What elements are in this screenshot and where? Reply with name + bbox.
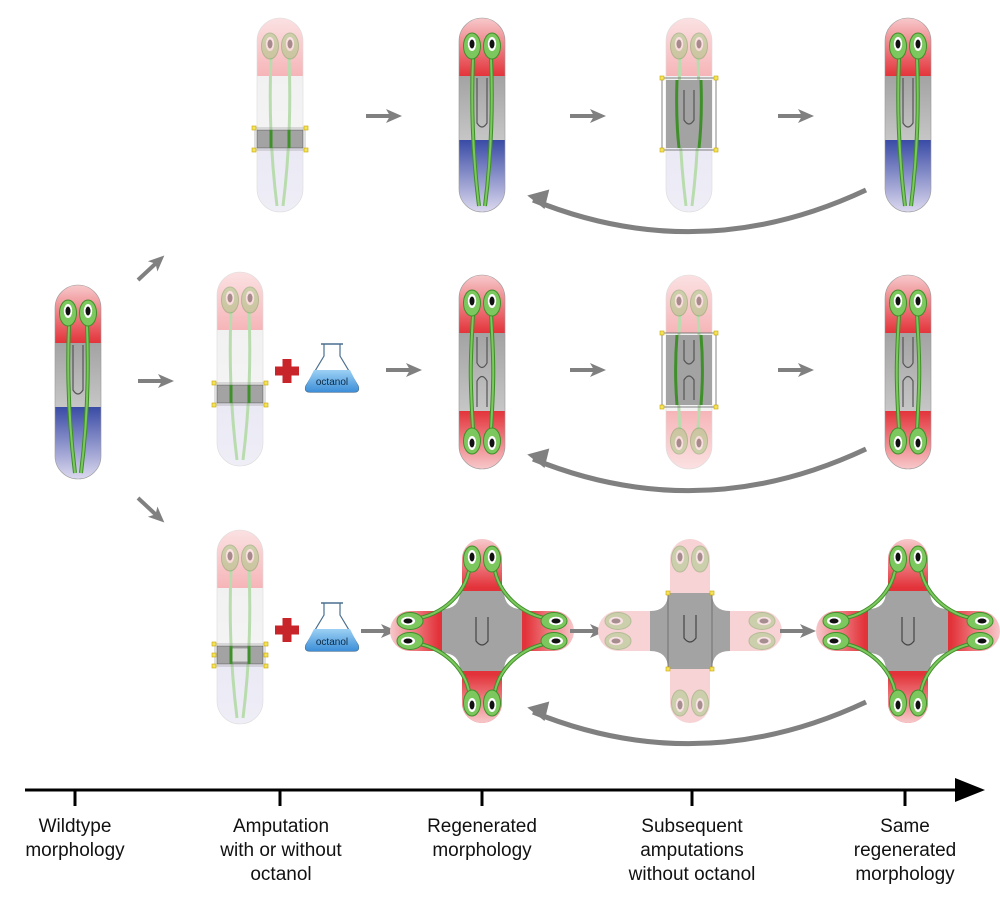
row-3-regenerated bbox=[390, 539, 574, 723]
svg-text:Regenerated: Regenerated bbox=[427, 816, 537, 837]
row-2-subsequent-amputation bbox=[659, 275, 719, 469]
svg-text:morphology: morphology bbox=[855, 864, 955, 885]
row-3-return-arrow bbox=[532, 699, 868, 747]
octanol-label-2: octanol bbox=[316, 637, 348, 648]
stage-label-regenerated: Regenerated morphology bbox=[427, 816, 537, 861]
svg-text:morphology: morphology bbox=[25, 840, 125, 861]
stage-label-same-regenerated: Same regenerated morphology bbox=[854, 816, 956, 885]
stage-label-subsequent: Subsequent amputations without octanol bbox=[628, 816, 756, 885]
branch-arrows bbox=[131, 248, 176, 530]
plus-icon bbox=[275, 359, 299, 383]
row-2-same-regenerated bbox=[885, 275, 931, 469]
plus-icon-2 bbox=[275, 618, 299, 642]
row-2-return-arrow bbox=[532, 446, 868, 494]
svg-text:regenerated: regenerated bbox=[854, 840, 956, 861]
svg-text:Wildtype: Wildtype bbox=[39, 816, 112, 837]
svg-text:Amputation: Amputation bbox=[233, 816, 329, 837]
svg-text:Subsequent: Subsequent bbox=[641, 816, 743, 837]
octanol-flask-icon-2: octanol bbox=[304, 602, 360, 652]
octanol-label: octanol bbox=[316, 377, 348, 388]
wildtype-worm bbox=[55, 285, 101, 479]
row-2-regenerated bbox=[459, 275, 505, 469]
svg-text:without octanol: without octanol bbox=[628, 864, 756, 885]
svg-text:amputations: amputations bbox=[640, 840, 744, 861]
row-3-same-regenerated bbox=[816, 539, 1000, 723]
svg-text:morphology: morphology bbox=[432, 840, 532, 861]
row-2-amputation bbox=[211, 272, 269, 466]
row-1-amputation bbox=[251, 18, 309, 212]
row-3-subsequent-amputation bbox=[598, 539, 782, 723]
stage-label-amputation: Amputation with or without octanol bbox=[219, 816, 342, 885]
octanol-flask-icon: octanol bbox=[304, 343, 360, 393]
svg-text:Same: Same bbox=[880, 816, 930, 837]
stage-label-wildtype: Wildtype morphology bbox=[25, 816, 125, 861]
row-3-amputation bbox=[211, 530, 269, 724]
row-1-return-arrow bbox=[532, 187, 868, 235]
timeline-axis bbox=[25, 778, 985, 806]
row-1-regenerated bbox=[459, 18, 505, 212]
svg-text:octanol: octanol bbox=[250, 864, 311, 885]
row-1-subsequent-amputation bbox=[659, 18, 719, 212]
svg-text:with or without: with or without bbox=[219, 840, 342, 861]
row-1-same-regenerated bbox=[885, 18, 931, 212]
